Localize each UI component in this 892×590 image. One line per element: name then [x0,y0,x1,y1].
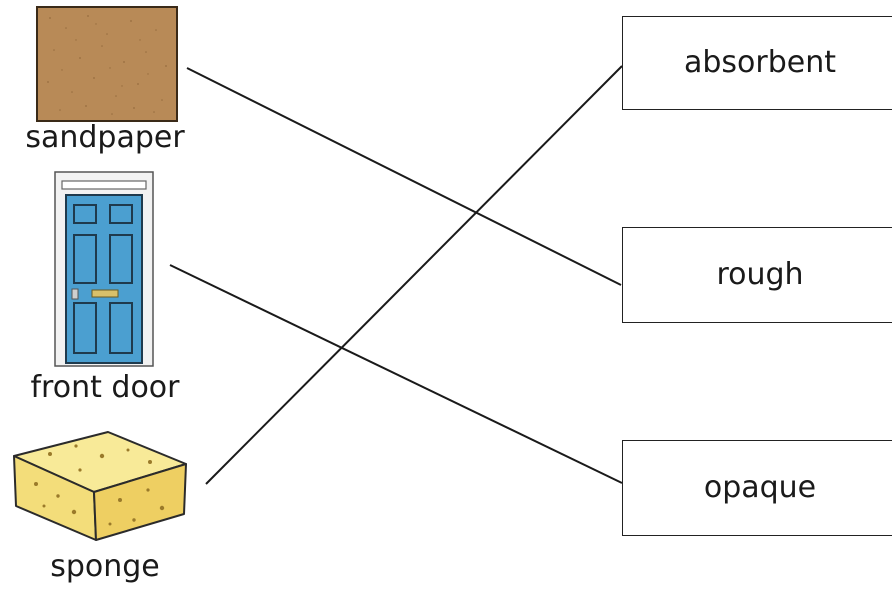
sandpaper-icon [36,6,178,122]
match-line-front-door-opaque [169,264,623,484]
sponge-icon [13,431,187,541]
word-label: opaque [703,470,817,505]
match-line-sponge-absorbent [205,65,623,485]
word-box-absorbent[interactable]: absorbent [622,16,892,110]
front-door-icon [54,171,154,367]
word-box-rough[interactable]: rough [622,227,892,323]
item-label-front-door: front door [30,370,180,405]
match-line-sandpaper-rough [186,67,622,286]
word-label: rough [716,257,804,292]
item-label-sponge: sponge [50,549,160,584]
item-label-sandpaper: sandpaper [25,120,185,155]
word-label: absorbent [683,45,837,80]
word-box-opaque[interactable]: opaque [622,440,892,536]
